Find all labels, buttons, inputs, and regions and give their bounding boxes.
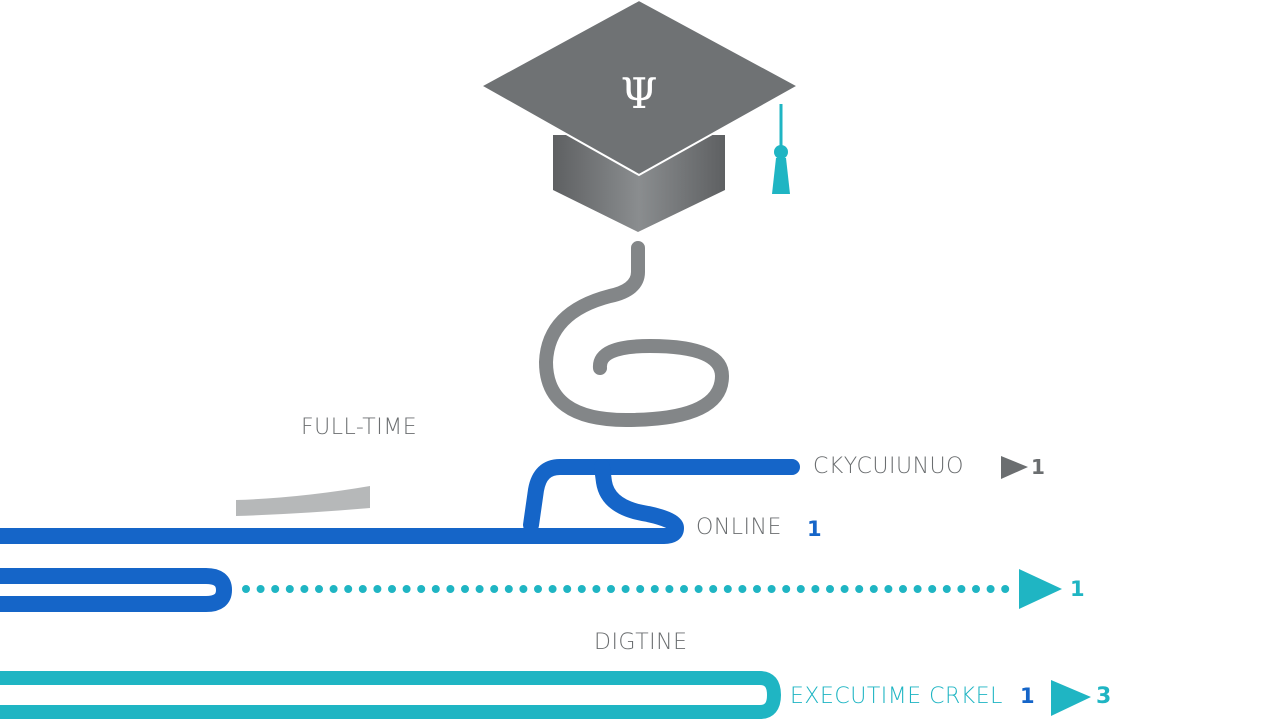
number-executime: 1 [1020, 684, 1035, 708]
graduation-cap-icon: Ψ [478, 0, 801, 232]
number-online: 1 [807, 517, 822, 541]
tassel-fringe [772, 158, 790, 194]
cap-base [553, 135, 725, 232]
label-digtine: DIGTINE [594, 630, 688, 655]
label-full-time: FULL-TIME [301, 415, 418, 440]
loop-track [0, 568, 233, 612]
label-online: ONLINE [696, 515, 782, 540]
number-ckycuiunuo: 1 [1031, 455, 1045, 479]
label-ckycuiunuo: CKYCUIUNUO [813, 454, 964, 479]
arrow-dotted-icon [1019, 569, 1062, 609]
number-executime-2: 3 [1096, 684, 1112, 709]
number-dotted: 1 [1070, 577, 1085, 601]
ckycuiunuo-track [523, 459, 800, 533]
tassel-knot [774, 145, 788, 159]
executime-track [0, 671, 782, 719]
cap-board [478, 0, 801, 177]
online-track [0, 459, 684, 544]
arrow-executime-icon [1051, 680, 1091, 716]
psi-symbol: Ψ [621, 69, 658, 118]
full-time-small-arc [236, 486, 370, 516]
arrow-ckycuiunuo-icon [1001, 456, 1028, 479]
spiral-connector [539, 241, 729, 427]
label-executime: EXECUTIME CRKEL [790, 684, 1003, 709]
